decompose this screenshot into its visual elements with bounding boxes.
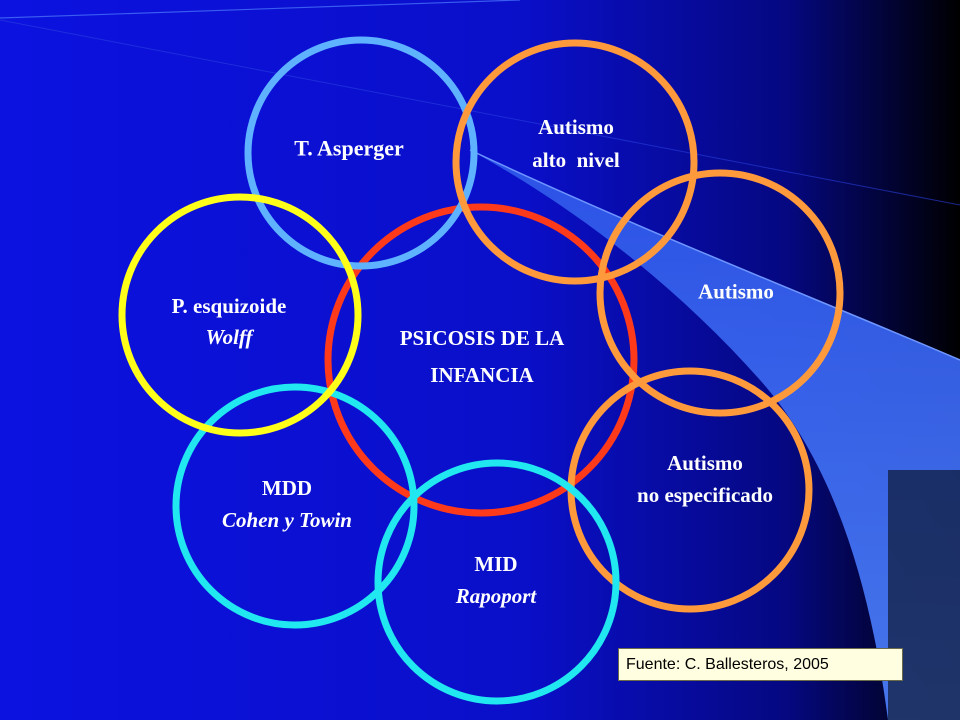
- label-esquizoide-line2: Wolff: [205, 325, 253, 349]
- label-asperger-line1: T. Asperger: [294, 135, 404, 161]
- center-label-line1: PSICOSIS DE LA: [399, 326, 565, 350]
- label-mid-line2: Rapoport: [455, 584, 537, 608]
- deco-curve: [469, 149, 960, 361]
- label-autismo-alto-nivel: Autismo alto nivel: [532, 111, 620, 177]
- label-autismo-alto-line2: alto nivel: [532, 148, 620, 172]
- label-autismo-line1: Autismo: [698, 279, 774, 304]
- center-label: PSICOSIS DE LA INFANCIA: [400, 320, 565, 394]
- source-note: Fuente: C. Ballesteros, 2005: [618, 648, 903, 681]
- label-autismo-noesp-line2: no especificado: [637, 483, 773, 507]
- label-asperger: T. Asperger: [294, 134, 404, 163]
- deco-line: [0, 0, 521, 19]
- circle-autismo-alto-nivel: [452, 39, 698, 285]
- center-label-line2: INFANCIA: [430, 363, 534, 387]
- label-autismo-no-especificado: Autismo no especificado: [637, 447, 773, 511]
- label-esquizoide-line1: P. esquizoide: [171, 294, 287, 318]
- deco-shadow: [888, 470, 960, 720]
- label-autismo-noesp-line1: Autismo: [667, 451, 743, 475]
- label-autismo-alto-line1: Autismo: [538, 115, 614, 139]
- circle-asperger: [244, 36, 478, 270]
- label-mdd-line2: Cohen y Towin: [222, 508, 352, 532]
- label-esquizoide: P. esquizoide Wolff: [172, 291, 287, 353]
- circle-group: [118, 36, 844, 705]
- label-mdd-line1: MDD: [261, 476, 313, 500]
- circle-esquizoide: [118, 193, 362, 437]
- label-mid: MID Rapoport: [456, 548, 537, 612]
- source-text: Fuente: C. Ballesteros, 2005: [626, 656, 829, 673]
- circle-autismo: [596, 169, 844, 417]
- center-circle: [324, 203, 638, 517]
- deco-line: [0, 19, 960, 206]
- circle-mid: [374, 459, 620, 705]
- label-mdd: MDD Cohen y Towin: [222, 472, 352, 536]
- circle-mdd: [172, 383, 418, 629]
- label-mid-line1: MID: [474, 552, 518, 576]
- label-autismo: Autismo: [698, 278, 774, 307]
